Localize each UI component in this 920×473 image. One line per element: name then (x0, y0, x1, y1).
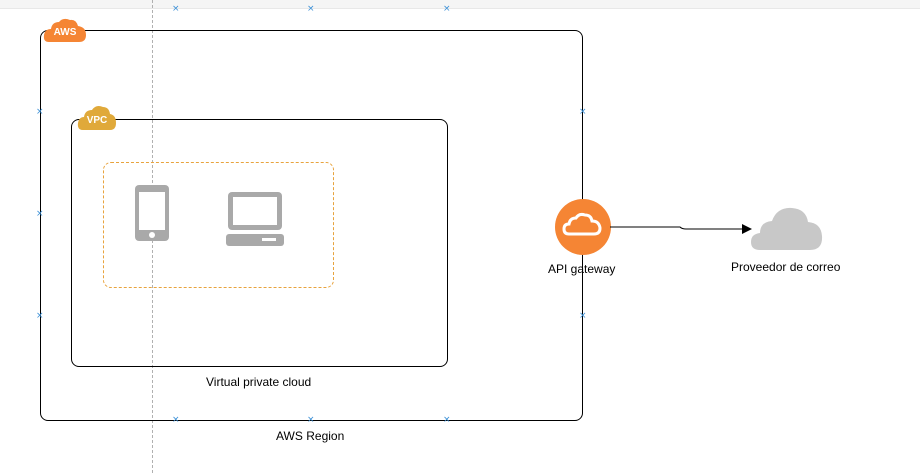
api-gateway-label: API gateway (548, 262, 616, 276)
selection-marker[interactable]: × (36, 311, 44, 321)
aws-badge: AWS (43, 17, 87, 43)
laptop-icon[interactable] (226, 191, 284, 247)
selection-marker[interactable]: × (579, 107, 587, 117)
vpc-group-label: Virtual private cloud (206, 375, 312, 389)
selection-marker[interactable]: × (307, 4, 315, 14)
mail-provider-label: Proveedor de correo (731, 260, 841, 274)
mobile-phone-icon[interactable] (134, 184, 170, 242)
vpc-group[interactable] (71, 119, 448, 367)
canvas-top-edge (0, 0, 920, 9)
selection-marker[interactable]: × (579, 311, 587, 321)
selection-marker[interactable]: × (443, 415, 451, 425)
vpc-badge-cloud-icon (77, 106, 116, 130)
selection-marker[interactable]: × (36, 209, 44, 219)
vpc-badge: VPC (77, 104, 117, 131)
api-gateway-cloud-icon[interactable] (554, 198, 612, 256)
selection-marker[interactable]: × (172, 415, 180, 425)
selection-marker[interactable]: × (307, 415, 315, 425)
selection-marker[interactable]: × (36, 107, 44, 117)
cloud-icon[interactable] (750, 203, 824, 251)
aws-badge-label: AWS (53, 27, 77, 38)
aws-badge-cloud-icon (43, 18, 86, 42)
vpc-badge-label: VPC (86, 114, 108, 126)
selection-marker[interactable]: × (443, 4, 451, 14)
selection-marker[interactable]: × (172, 4, 180, 14)
subnet-group[interactable] (103, 162, 334, 288)
aws-region-label: AWS Region (276, 429, 345, 443)
